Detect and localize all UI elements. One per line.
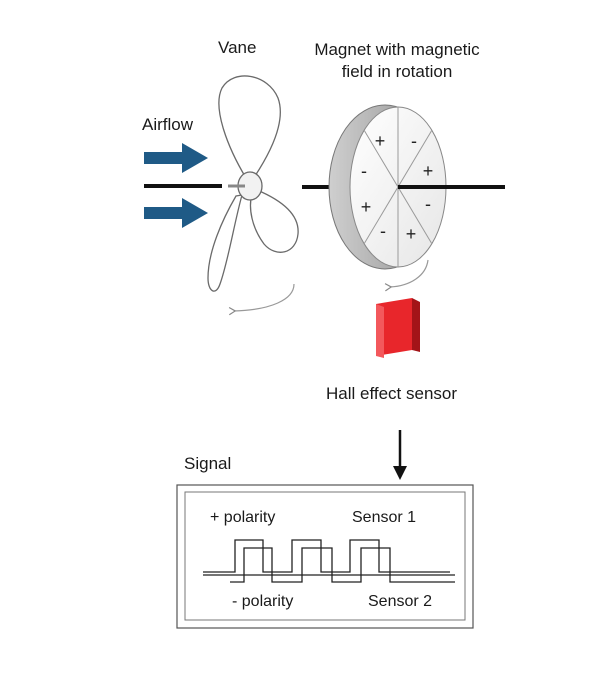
signal-box-outer — [176, 484, 474, 629]
magnet-sign-7: + — [361, 197, 372, 217]
vane-propeller — [207, 75, 299, 292]
signal-box-inner — [184, 491, 466, 621]
plus-polarity-label: + polarity — [210, 509, 276, 526]
signal-arrow-head — [393, 466, 407, 480]
hall-sensor-block — [376, 298, 420, 358]
vane-rotation-arrow — [228, 283, 295, 316]
hall-sensor-label: Hall effect sensor — [326, 384, 458, 403]
magnet-label-line1: Magnet with magnetic — [314, 40, 480, 59]
airflow-arrows — [144, 143, 208, 228]
vane-blade-right — [249, 189, 299, 253]
signal-waveforms — [203, 539, 455, 583]
vane-blade-bottom — [207, 194, 243, 292]
magnet-sign-3: + — [423, 161, 434, 181]
sensor1-label: Sensor 1 — [352, 509, 417, 526]
magnet-sign-4: - — [425, 194, 431, 214]
airflow-label: Airflow — [142, 115, 194, 134]
magnet-label-line2: field in rotation — [341, 62, 453, 81]
magnet-sign-5: + — [406, 224, 417, 244]
magnet-sign-8: - — [361, 161, 367, 181]
magnet-sector-signs: + - + - + - + - — [361, 131, 434, 244]
magnet-sign-6: - — [380, 221, 386, 241]
sensor2-label: Sensor 2 — [368, 593, 433, 610]
airflow-arrow-bottom — [144, 198, 208, 228]
sensor1-waveform — [203, 539, 450, 573]
vane-label: Vane — [218, 38, 257, 57]
airflow-arrow-top — [144, 143, 208, 173]
vane-blade-top — [218, 75, 281, 179]
sensor2-waveform — [230, 547, 455, 583]
magnet-sign-1: + — [375, 131, 386, 151]
magnet-rotation-arrow — [384, 259, 429, 292]
minus-polarity-label: - polarity — [232, 593, 294, 610]
magnet-sign-2: - — [411, 131, 417, 151]
signal-label: Signal — [184, 454, 232, 473]
